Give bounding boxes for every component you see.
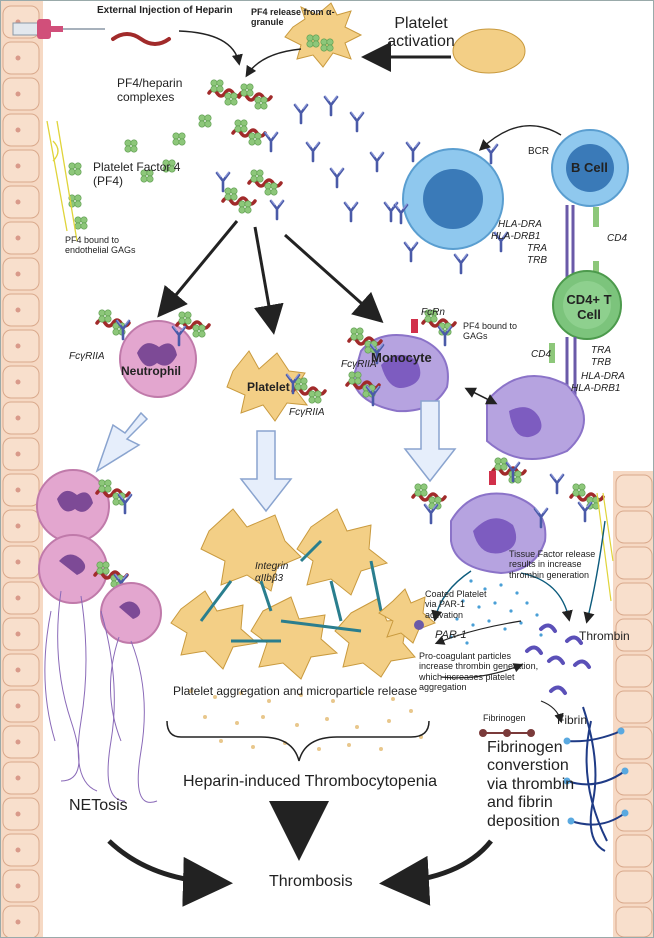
label-hla-drb1-bottom: HLA-DRB1	[571, 383, 621, 394]
brace	[166, 720, 430, 762]
label-fibrinogen: Fibrinogen	[483, 713, 526, 723]
label-tra-bottom: TRA	[591, 345, 611, 356]
label-tissue-factor: Tissue Factor release results in increas…	[509, 549, 596, 580]
label-pf4-bound-gags: PF4 bound to GAGs	[463, 321, 518, 342]
label-procoagulant: Pro-coagulant particles increase thrombi…	[419, 651, 539, 693]
label-tra-top: TRA	[527, 243, 547, 254]
label-integrin: Integrin αIIbβ3	[255, 561, 289, 584]
label-platelet-factor-4: Platelet Factor 4 (PF4)	[93, 160, 181, 188]
heparin-strand	[111, 32, 171, 46]
label-coated-platelet: Coated Platelet via PAR-1 activation	[425, 589, 487, 620]
label-hla-dra-bottom: HLA-DRA	[581, 371, 625, 382]
label-bcr: BCR	[528, 146, 550, 157]
label-monocyte: Monocyte	[371, 350, 432, 365]
label-netosis: NETosis	[69, 797, 128, 814]
neutrophils-netosis	[36, 469, 162, 803]
label-pf4-endothelial: PF4 bound to endothelial GAGs	[65, 235, 136, 256]
syringe-icon	[12, 19, 105, 39]
label-neutrophil: Neutrophil	[121, 364, 181, 378]
label-external-injection: External Injection of Heparin	[97, 5, 233, 16]
activated-platelet-top	[284, 2, 363, 68]
label-fibrin: Fibrin	[557, 713, 588, 727]
fibrin-mesh	[566, 706, 626, 852]
label-fcgriia-neutrophil: FcγRIIA	[69, 351, 105, 362]
coated-platelet	[378, 588, 436, 644]
thrombin-icon	[525, 623, 591, 695]
label-pf4-heparin-complexes: PF4/heparin complexes	[117, 76, 183, 104]
endothelium-left	[1, 1, 43, 937]
label-thrombin: Thrombin	[579, 629, 630, 643]
label-cd4-t-cell: CD4+ T Cell	[566, 292, 612, 322]
label-fcgriia-monocyte: FcγRIIA	[341, 359, 377, 370]
label-par1: PAR-1	[435, 629, 467, 641]
label-platelet: Platelet	[247, 380, 290, 394]
label-platelet-aggregation: Platelet aggregation and microparticle r…	[173, 684, 418, 698]
label-hla-drb1: HLA-DRB1	[491, 231, 541, 242]
label-trb-bottom: TRB	[591, 357, 611, 368]
label-cd4-top: CD4	[607, 233, 628, 244]
label-cd4-bottom: CD4	[531, 349, 552, 360]
platelet-middle	[226, 350, 309, 422]
label-thrombosis: Thrombosis	[269, 873, 353, 890]
label-platelet-activation: Platelet activation	[387, 15, 455, 51]
label-hit: Heparin-induced Thrombocytopenia	[183, 773, 438, 790]
label-trb-top: TRB	[527, 255, 547, 266]
platelet-aggregate	[170, 508, 416, 680]
endothelium-right	[613, 471, 653, 937]
label-hla-dra: HLA-DRA	[498, 219, 542, 230]
label-fcgriia-platelet: FcγRIIA	[289, 407, 325, 418]
fibrinogen-icon	[479, 729, 535, 737]
label-fcrn: FcRn	[421, 307, 445, 318]
label-fibrinogen-conversion: Fibrinogen converstion via thrombin and …	[487, 739, 575, 830]
label-b-cell: B Cell	[571, 160, 608, 175]
label-pf4-release: PF4 release from α-granule	[251, 7, 335, 28]
resting-platelet	[452, 28, 526, 74]
